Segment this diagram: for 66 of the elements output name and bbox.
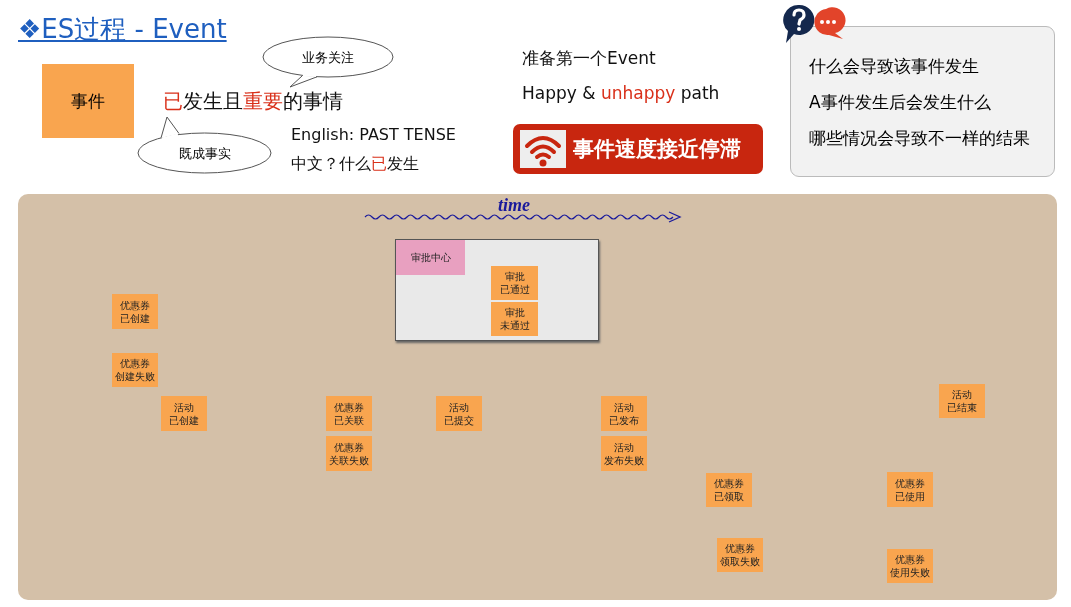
question-panel [790,26,1055,177]
event-sticky [326,436,372,471]
sticky-text: 优惠券 [895,476,925,490]
sticky-text: 优惠券 [334,400,364,414]
sticky-text: 优惠券 [120,357,150,370]
card-text: 事件 [71,89,105,113]
text-line: 中文？什么已发生 [291,154,419,175]
event-sticky [601,396,647,431]
event-sticky [717,538,763,572]
question-text: 什么会导致该事件发生 [809,55,979,78]
event-sticky [491,302,538,336]
sticky-text: 优惠券 [895,553,925,566]
sticky-text: 已创建 [169,413,199,427]
text-line: 准备第一个Event [522,47,656,70]
text-line: Happy & unhappy path [522,83,720,103]
sticky-text: 优惠券 [725,542,755,555]
text-line: 已发生且重要的事情 [163,88,343,115]
event-sticky [939,384,985,418]
alert-banner [513,124,763,174]
context-box [395,239,599,341]
sticky-text: 发布失败 [604,453,644,467]
event-sticky [436,396,482,431]
sticky-text: 已领取 [714,490,744,503]
sticky-text: 审批 [504,306,525,319]
event-sticky [491,266,538,300]
question-text: A事件发生后会发生什么 [809,91,991,114]
sticky-text: 使用失败 [890,566,930,579]
event-board [18,194,1057,600]
event-sticky [706,473,752,507]
sticky-text: 关联失败 [329,453,369,467]
sticky-text: 已通过 [499,283,530,296]
sticky-text: 优惠券 [714,477,744,490]
sticky-text: 创建失败 [115,370,155,383]
sticky-text: 未通过 [499,319,530,332]
text-line: English: PAST TENSE [291,125,456,144]
sticky-text: 活动 [614,400,634,414]
sticky-text: 优惠券 [334,440,364,454]
event-sticky [887,472,933,507]
context-note [396,240,465,275]
sticky-text: 活动 [174,400,194,414]
sticky-text: 已发布 [609,413,639,427]
event-card [42,64,134,138]
sticky-text: 活动 [614,440,634,454]
sticky-text: 已使用 [895,489,925,503]
sticky-text: 审批中心 [410,251,451,264]
sticky-text: 已创建 [120,311,150,325]
event-sticky [161,396,207,431]
sticky-text: 领取失败 [720,555,760,568]
sticky-text: 优惠券 [120,298,150,312]
sticky-text: 活动 [952,388,972,401]
sticky-text: 活动 [449,400,469,414]
sticky-text: 已关联 [334,413,364,427]
event-sticky [326,396,372,431]
banner-text: 事件速度接近停滞 [573,136,741,163]
slide-title: ❖ES过程 - Event [18,13,227,46]
bubble-text: 既成事实 [177,145,232,163]
axis-label: time [498,195,530,216]
event-sticky [112,353,158,387]
event-sticky [112,294,158,329]
sticky-text: 已提交 [444,413,474,427]
event-sticky [887,549,933,583]
bubble-text: 业务关注 [301,49,355,67]
question-text: 哪些情况会导致不一样的结果 [809,127,1030,150]
sticky-text: 已结束 [947,401,977,414]
sticky-text: 审批 [504,270,525,283]
event-sticky [601,436,647,471]
